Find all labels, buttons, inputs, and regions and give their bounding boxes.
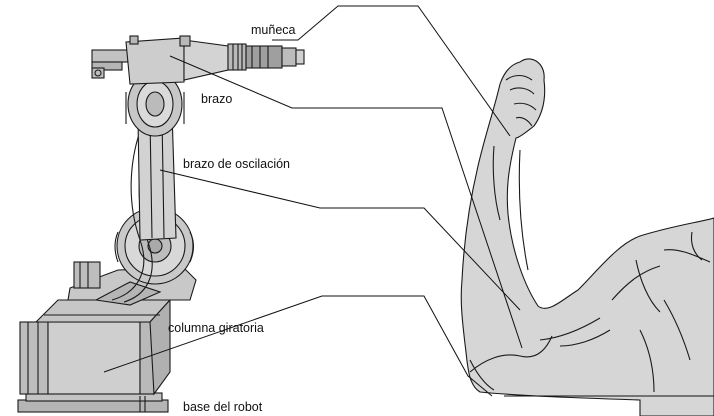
label-swing-arm: brazo de oscilación: [183, 157, 290, 171]
labels: muñeca brazo brazo de oscilación columna…: [168, 23, 296, 414]
human-arm: [461, 59, 714, 416]
label-wrist: muñeca: [251, 23, 296, 37]
robot-wrist: [228, 44, 304, 70]
upper-arm: [92, 36, 228, 84]
leader-wrist: [272, 6, 510, 136]
label-arm: brazo: [201, 92, 232, 106]
industrial-robot: [18, 36, 304, 412]
label-robot-base: base del robot: [183, 400, 263, 414]
rotating-column: [20, 300, 170, 394]
label-rotating-column: columna giratoria: [168, 321, 264, 335]
robot-base: [18, 393, 168, 412]
